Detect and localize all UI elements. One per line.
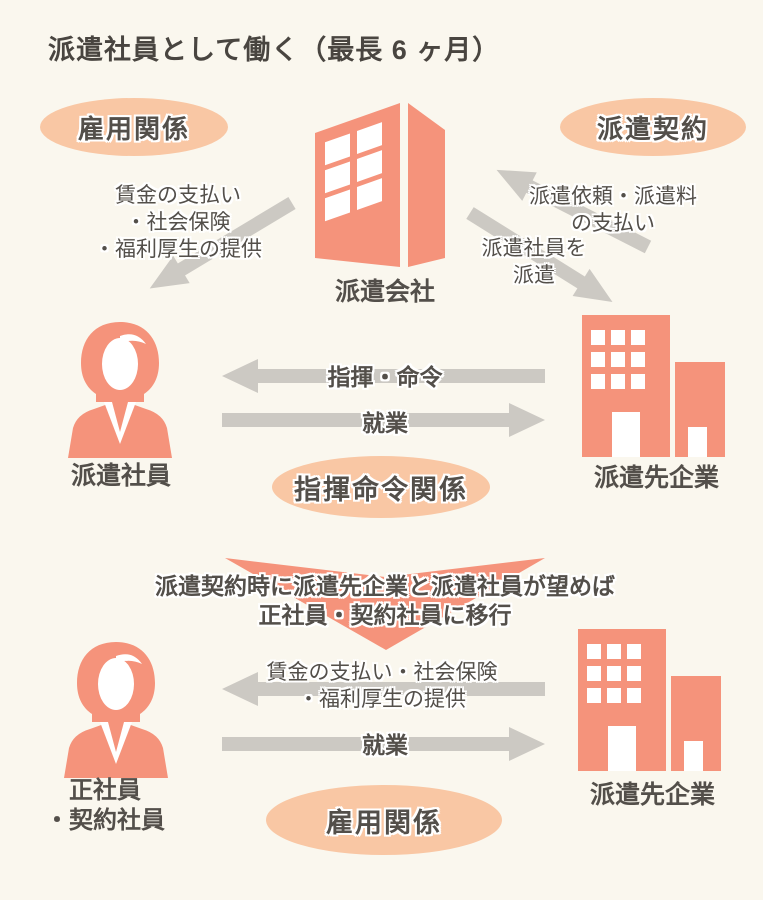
label-dispatch-request: 派遣依頼・派遣料 の支払い bbox=[500, 183, 726, 237]
client-buildings-icon bbox=[578, 629, 721, 771]
label-transition: 派遣契約時に派遣先企業と派遣社員が望めば 正社員・契約社員に移行 bbox=[105, 572, 665, 630]
arrow-company-to-worker bbox=[149, 196, 296, 289]
transition-down-arrow bbox=[225, 558, 545, 650]
label-line: 派遣依頼・派遣料 bbox=[529, 185, 697, 208]
arrow-wages-left-bottom bbox=[222, 672, 545, 706]
office-building-icon bbox=[315, 103, 445, 267]
arrow-command-left bbox=[222, 359, 545, 393]
client-buildings-icon bbox=[582, 315, 725, 457]
label-line: 賃金の支払い bbox=[115, 184, 241, 207]
label-line: 派遣 bbox=[513, 264, 555, 287]
badge-employment-relation-bottom: 雇用関係 bbox=[266, 785, 502, 855]
label-dispatch-company: 派遣会社 bbox=[334, 278, 435, 306]
label-dispatch-worker: 派遣社員 bbox=[70, 462, 171, 490]
label-command: 指揮・命令 bbox=[327, 364, 443, 390]
label-client-company-bottom: 派遣先企業 bbox=[589, 781, 715, 809]
arrow-work-right-bottom bbox=[222, 727, 545, 761]
badge-dispatch-contract: 派遣契約 bbox=[560, 98, 746, 156]
label-wages-bottom: 賃金の支払い・社会保険 ・福利厚生の提供 bbox=[252, 659, 512, 713]
gray-arrows bbox=[149, 169, 652, 761]
label-line: 正社員・契約社員に移行 bbox=[258, 602, 512, 628]
badge-label: 雇用関係 bbox=[326, 807, 442, 838]
label-line: 正社員 bbox=[69, 777, 141, 804]
label-line: 賃金の支払い・社会保険 bbox=[266, 661, 498, 684]
label-line: ・契約社員 bbox=[45, 807, 165, 834]
label-line: の支払い bbox=[571, 212, 655, 235]
arrow-client-to-company bbox=[496, 169, 652, 254]
label-work-mid: 就業 bbox=[362, 410, 408, 436]
worker-person-icon bbox=[64, 642, 168, 778]
label-wages-top: 賃金の支払い ・社会保険 ・福利厚生の提供 bbox=[72, 182, 284, 263]
badge-command-relation: 指揮命令関係 bbox=[272, 456, 490, 518]
label-line: ・社会保険 bbox=[125, 211, 231, 234]
worker-person-icon bbox=[68, 322, 172, 458]
arrow-company-to-client bbox=[466, 207, 613, 303]
label-client-company-mid: 派遣先企業 bbox=[593, 464, 719, 492]
label-work-bottom: 就業 bbox=[362, 732, 408, 758]
arrow-work-right-mid bbox=[222, 403, 545, 437]
label-dispatch-send: 派遣社員を 派遣 bbox=[444, 235, 624, 289]
label-line: ・福利厚生の提供 bbox=[298, 688, 466, 711]
badge-label: 雇用関係 bbox=[77, 113, 190, 144]
diagram-title: 派遣社員として働く（最長 6 ヶ月） bbox=[48, 35, 501, 65]
label-line: ・福利厚生の提供 bbox=[94, 238, 262, 261]
label-line: 派遣契約時に派遣先企業と派遣社員が望めば bbox=[155, 573, 615, 599]
label-line: 派遣社員を bbox=[481, 237, 587, 260]
badge-label: 派遣契約 bbox=[596, 113, 709, 144]
label-regular-worker: 正社員 ・契約社員 bbox=[30, 776, 180, 836]
badge-label: 指揮命令関係 bbox=[294, 474, 468, 505]
badge-employment-relation-top: 雇用関係 bbox=[40, 98, 228, 156]
